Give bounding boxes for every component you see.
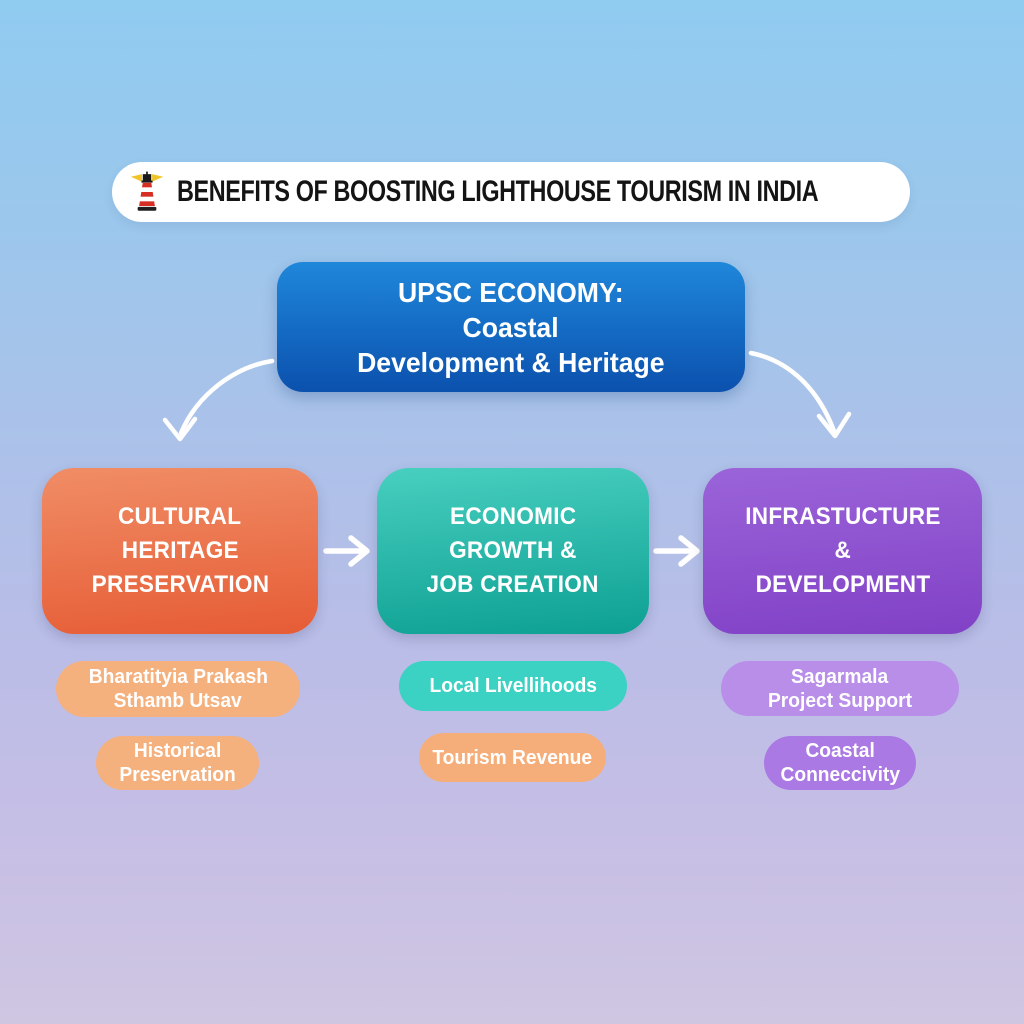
root-topic-box: UPSC ECONOMY: Coastal Development & Heri… xyxy=(277,262,745,392)
branch-title-line: GROWTH & xyxy=(449,537,577,564)
branch-box-economic-growth-job-creation: ECONOMIC GROWTH & JOB CREATION xyxy=(377,468,649,634)
branch-box-cultural-heritage-preservation: CULTURAL HERITAGE PRESERVATION xyxy=(42,468,318,634)
title-banner: BENEFITS OF BOOSTING LIGHTHOUSE TOURISM … xyxy=(112,162,910,222)
tag-line: Sagarmala xyxy=(791,665,889,688)
branch-title-line: INFRASTUCTURE xyxy=(744,503,941,530)
arrow-cultural-to-economic xyxy=(323,535,370,567)
branch-title-line: DEVELOPMENT xyxy=(755,571,930,598)
arrow-economic-to-infrastructure xyxy=(653,535,700,567)
branch-title-line: PRESERVATION xyxy=(91,571,269,598)
branch-box-infrastructure-development: INFRASTUCTURE & DEVELOPMENT xyxy=(703,468,982,634)
infographic-title: BENEFITS OF BOOSTING LIGHTHOUSE TOURISM … xyxy=(177,175,819,208)
tag-pill-bharatityia-prakash-sthamb-utsav: Bharatityia Prakash Sthamb Utsav xyxy=(56,661,300,717)
tag-line: Tourism Revenue xyxy=(432,746,593,769)
branch-title-line: JOB CREATION xyxy=(426,571,600,598)
curved-arrow-right xyxy=(748,350,852,439)
tag-line: Preservation xyxy=(119,764,236,786)
tag-line: Coastal xyxy=(805,740,875,762)
branch-title-line: CULTURAL xyxy=(118,503,242,530)
root-topic-line-1: UPSC ECONOMY: xyxy=(398,276,624,308)
tag-line: Project Support xyxy=(767,689,912,712)
tag-line: Sthamb Utsav xyxy=(113,690,243,712)
lighthouse-icon xyxy=(130,171,164,211)
tag-line: Bharatityia Prakash xyxy=(88,666,268,688)
curved-arrow-left xyxy=(162,358,275,442)
tag-pill-coastal-connectivity: Coastal Conneccivity xyxy=(764,736,916,790)
tag-line: Conneccivity xyxy=(780,764,900,786)
branch-title-line: HERITAGE xyxy=(121,537,239,564)
tag-pill-historical-preservation: Historical Preservation xyxy=(96,736,259,790)
branch-title-line: ECONOMIC xyxy=(449,503,577,530)
tag-pill-local-livelihoods: Local Livellihoods xyxy=(399,661,627,711)
tag-line: Historical xyxy=(133,740,222,762)
branch-title-line: & xyxy=(834,537,851,564)
tag-line: Local Livellihoods xyxy=(429,675,597,697)
root-topic-line-3: Development & Heritage xyxy=(357,346,665,378)
root-topic-line-2: Coastal xyxy=(462,311,560,343)
tag-pill-sagarmala-project-support: Sagarmala Project Support xyxy=(721,661,959,716)
tag-pill-tourism-revenue: Tourism Revenue xyxy=(419,733,606,782)
